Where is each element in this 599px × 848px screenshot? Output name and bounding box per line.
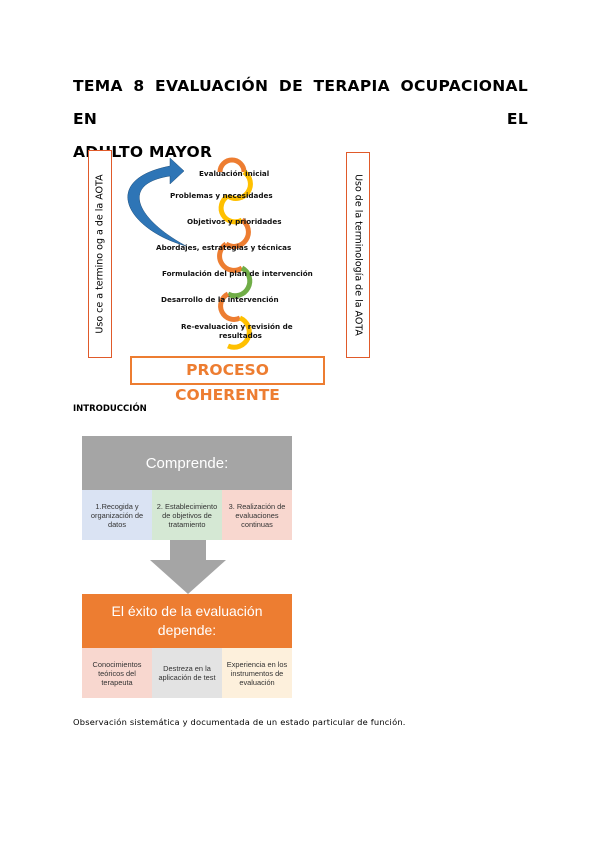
- exito-label-1: El éxito de la evaluación: [111, 603, 263, 619]
- process-graphics: [127, 157, 253, 350]
- step-1: Evaluación inicial: [199, 169, 270, 178]
- exito-item-1: Conocimientos teóricos del terapeuta: [82, 648, 152, 698]
- section-heading-intro: INTRODUCCIÓN: [73, 404, 147, 414]
- comprende-item-2: 2. Establecimiento de objetivos de trata…: [152, 490, 222, 540]
- comprende-label: Comprende:: [145, 455, 229, 472]
- loop-arrow: [127, 157, 187, 247]
- coherent-process-banner: PROCESO COHERENTE: [130, 356, 325, 404]
- comprende-item-3: 3. Realización de evaluaciones continuas: [222, 490, 292, 540]
- exito-item-3: Experiencia en los instrumentos de evalu…: [222, 648, 292, 698]
- step-4: Abordajes, estrategias y técnicas: [156, 243, 292, 252]
- step-3: Objetivos y prioridades: [187, 217, 282, 226]
- ring-8: [227, 315, 252, 350]
- step-8: resultados: [219, 331, 262, 340]
- step-7: Re-evaluación y revisión de: [181, 322, 293, 331]
- ring-2: [226, 169, 253, 201]
- exito-header: El éxito de la evaluación depende:: [82, 594, 292, 648]
- exito-label-2: depende:: [157, 622, 217, 638]
- ring-7: [218, 291, 242, 322]
- title-line-1: TEMA 8 EVALUACIÓN DE TERAPIA OCUPACIONAL…: [73, 77, 528, 128]
- exito-item-2: Destreza en la aplicación de test: [152, 648, 222, 698]
- ring-6: [226, 265, 253, 299]
- ring-3: [218, 193, 244, 225]
- down-arrow: [150, 540, 226, 594]
- intro-diagram: Comprende: 1.Recogida y organización de …: [82, 436, 294, 698]
- process-diagram: Uso ce a termino og a de la AOTA Uso de …: [88, 150, 378, 404]
- step-2: Problemas y necesidades: [170, 191, 273, 200]
- ring-1: [217, 157, 247, 173]
- ring-5: [217, 241, 244, 273]
- aota-left-box: Uso ce a termino og a de la AOTA: [88, 150, 112, 358]
- step-6: Desarrollo de la intervención: [161, 295, 279, 304]
- aota-right-box: Uso de la terminología de la AOTA: [346, 152, 370, 358]
- comprende-item-1: 1.Recogida y organización de datos: [82, 490, 152, 540]
- ring-4: [224, 217, 251, 249]
- step-5: Formulación del plan de intervención: [162, 269, 313, 278]
- observation-paragraph: Observación sistemática y documentada de…: [73, 717, 406, 727]
- comprende-header: Comprende:: [82, 436, 292, 490]
